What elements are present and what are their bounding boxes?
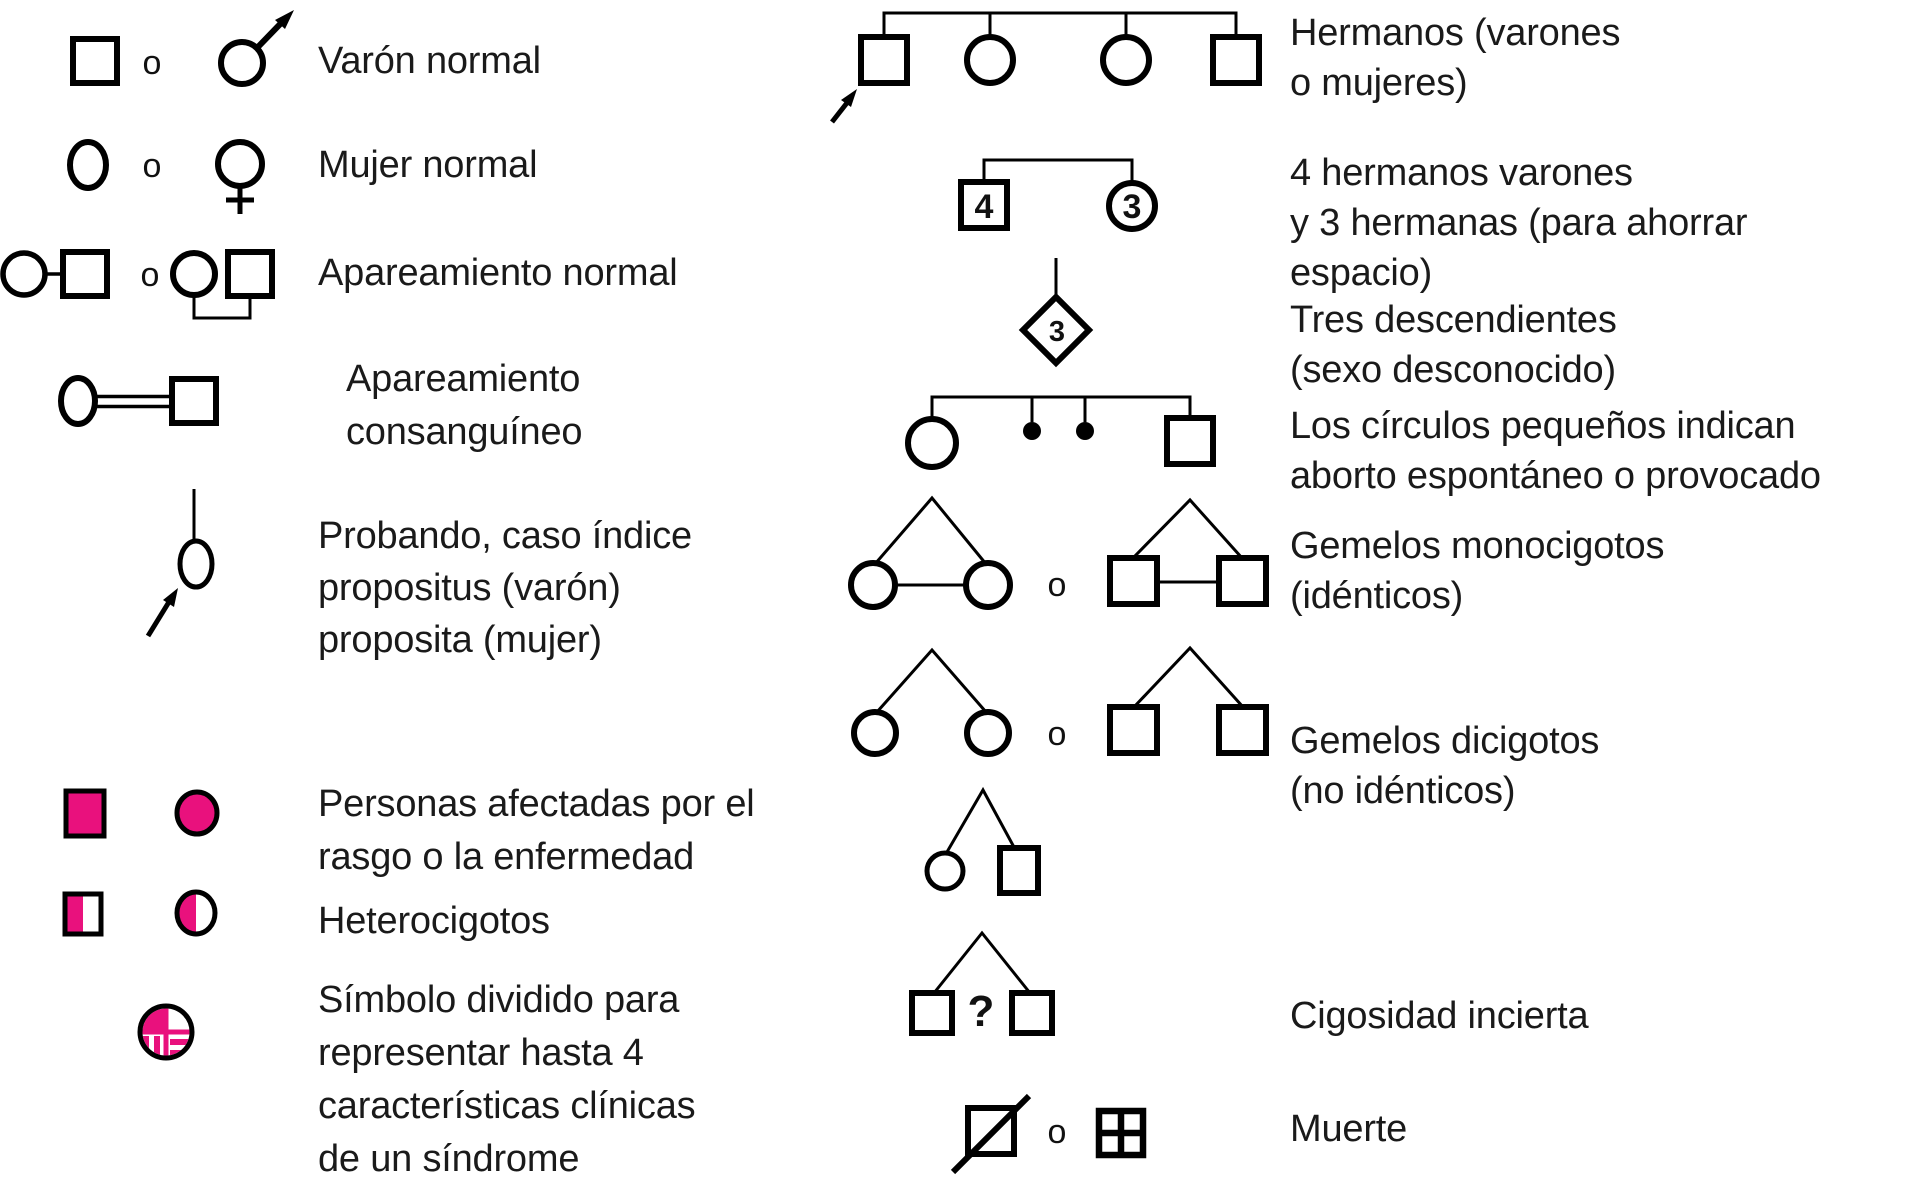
affected-circle-icon xyxy=(174,789,220,837)
label-mujer-normal: Mujer normal xyxy=(318,144,538,186)
uncertain-zygosity-icon: ? xyxy=(909,930,1055,1036)
proband-circle-icon xyxy=(177,489,215,590)
label-personas-afectadas: Personas afectadas por el rasgo o la enf… xyxy=(318,783,755,878)
or-separator: o xyxy=(1048,715,1067,753)
label-probando: Probando, caso índice propositus (varón)… xyxy=(318,515,692,661)
label-simbolo-dividido: Símbolo dividido para representar hasta … xyxy=(318,979,696,1180)
label-hermanos: Hermanos (varones o mujeres) xyxy=(1290,12,1621,104)
label-heterocigotos: Heterocigotos xyxy=(318,900,550,942)
death-window-square-icon xyxy=(1095,1107,1147,1159)
male-square-icon xyxy=(70,36,120,86)
label-hermanos-contados: 4 hermanos varones y 3 hermanas (para ah… xyxy=(1290,152,1748,294)
label-cigosidad-incierta: Cigosidad incierta xyxy=(1290,995,1589,1037)
female-sign-icon xyxy=(215,139,265,214)
sibship-counts-icon: 4 3 xyxy=(958,158,1158,232)
dizygotic-twins-male-icon xyxy=(1107,645,1269,756)
proband-pointer-icon xyxy=(830,89,857,124)
label-tres-descendientes: Tres descendientes (sexo desconocido) xyxy=(1290,299,1617,391)
monozygotic-twins-female-icon xyxy=(848,495,1013,610)
dizygotic-twins-mixed-icon xyxy=(924,786,1041,896)
sibship-icon xyxy=(858,11,1262,86)
descendant-count-value: 3 xyxy=(1049,316,1065,348)
female-count-value: 3 xyxy=(1123,188,1142,226)
death-slashed-square-icon xyxy=(950,1093,1032,1175)
label-varon-normal: Varón normal xyxy=(318,40,541,82)
label-abortos: Los círculos pequeños indican aborto esp… xyxy=(1290,405,1821,497)
proband-arrow-icon xyxy=(145,588,178,638)
label-apareamiento-consanguineo: Apareamiento consanguíneo xyxy=(346,358,583,453)
or-separator: o xyxy=(1048,566,1067,604)
or-separator: o xyxy=(143,44,162,82)
or-separator: o xyxy=(141,256,160,294)
consanguineous-mating-icon xyxy=(58,375,219,427)
heterozygote-circle-icon xyxy=(174,889,218,937)
female-circle-icon xyxy=(67,139,109,191)
affected-square-icon xyxy=(63,788,107,839)
label-gemelos-dicigotos: Gemelos dicigotos (no idénticos) xyxy=(1290,720,1600,812)
male-count-value: 4 xyxy=(975,188,994,226)
label-muerte: Muerte xyxy=(1290,1108,1408,1150)
uncertainty-mark: ? xyxy=(968,987,995,1036)
label-apareamiento-normal: Apareamiento normal xyxy=(318,252,678,294)
male-sign-icon xyxy=(218,10,294,87)
abortion-sibship-icon xyxy=(905,395,1216,470)
or-separator: o xyxy=(143,147,162,185)
or-separator: o xyxy=(1048,1113,1067,1151)
heterozygote-square-icon xyxy=(62,891,104,937)
monozygotic-twins-male-icon xyxy=(1107,497,1269,607)
mating-descent-bracket-icon xyxy=(170,249,275,320)
unknown-sex-diamond-icon: 3 xyxy=(1018,258,1094,368)
dizygotic-twins-female-icon xyxy=(851,647,1012,757)
normal-mating-couple-icon xyxy=(0,249,110,299)
divided-symbol-icon xyxy=(137,1003,195,1061)
label-gemelos-monocigotos: Gemelos monocigotos (idénticos) xyxy=(1290,525,1665,617)
